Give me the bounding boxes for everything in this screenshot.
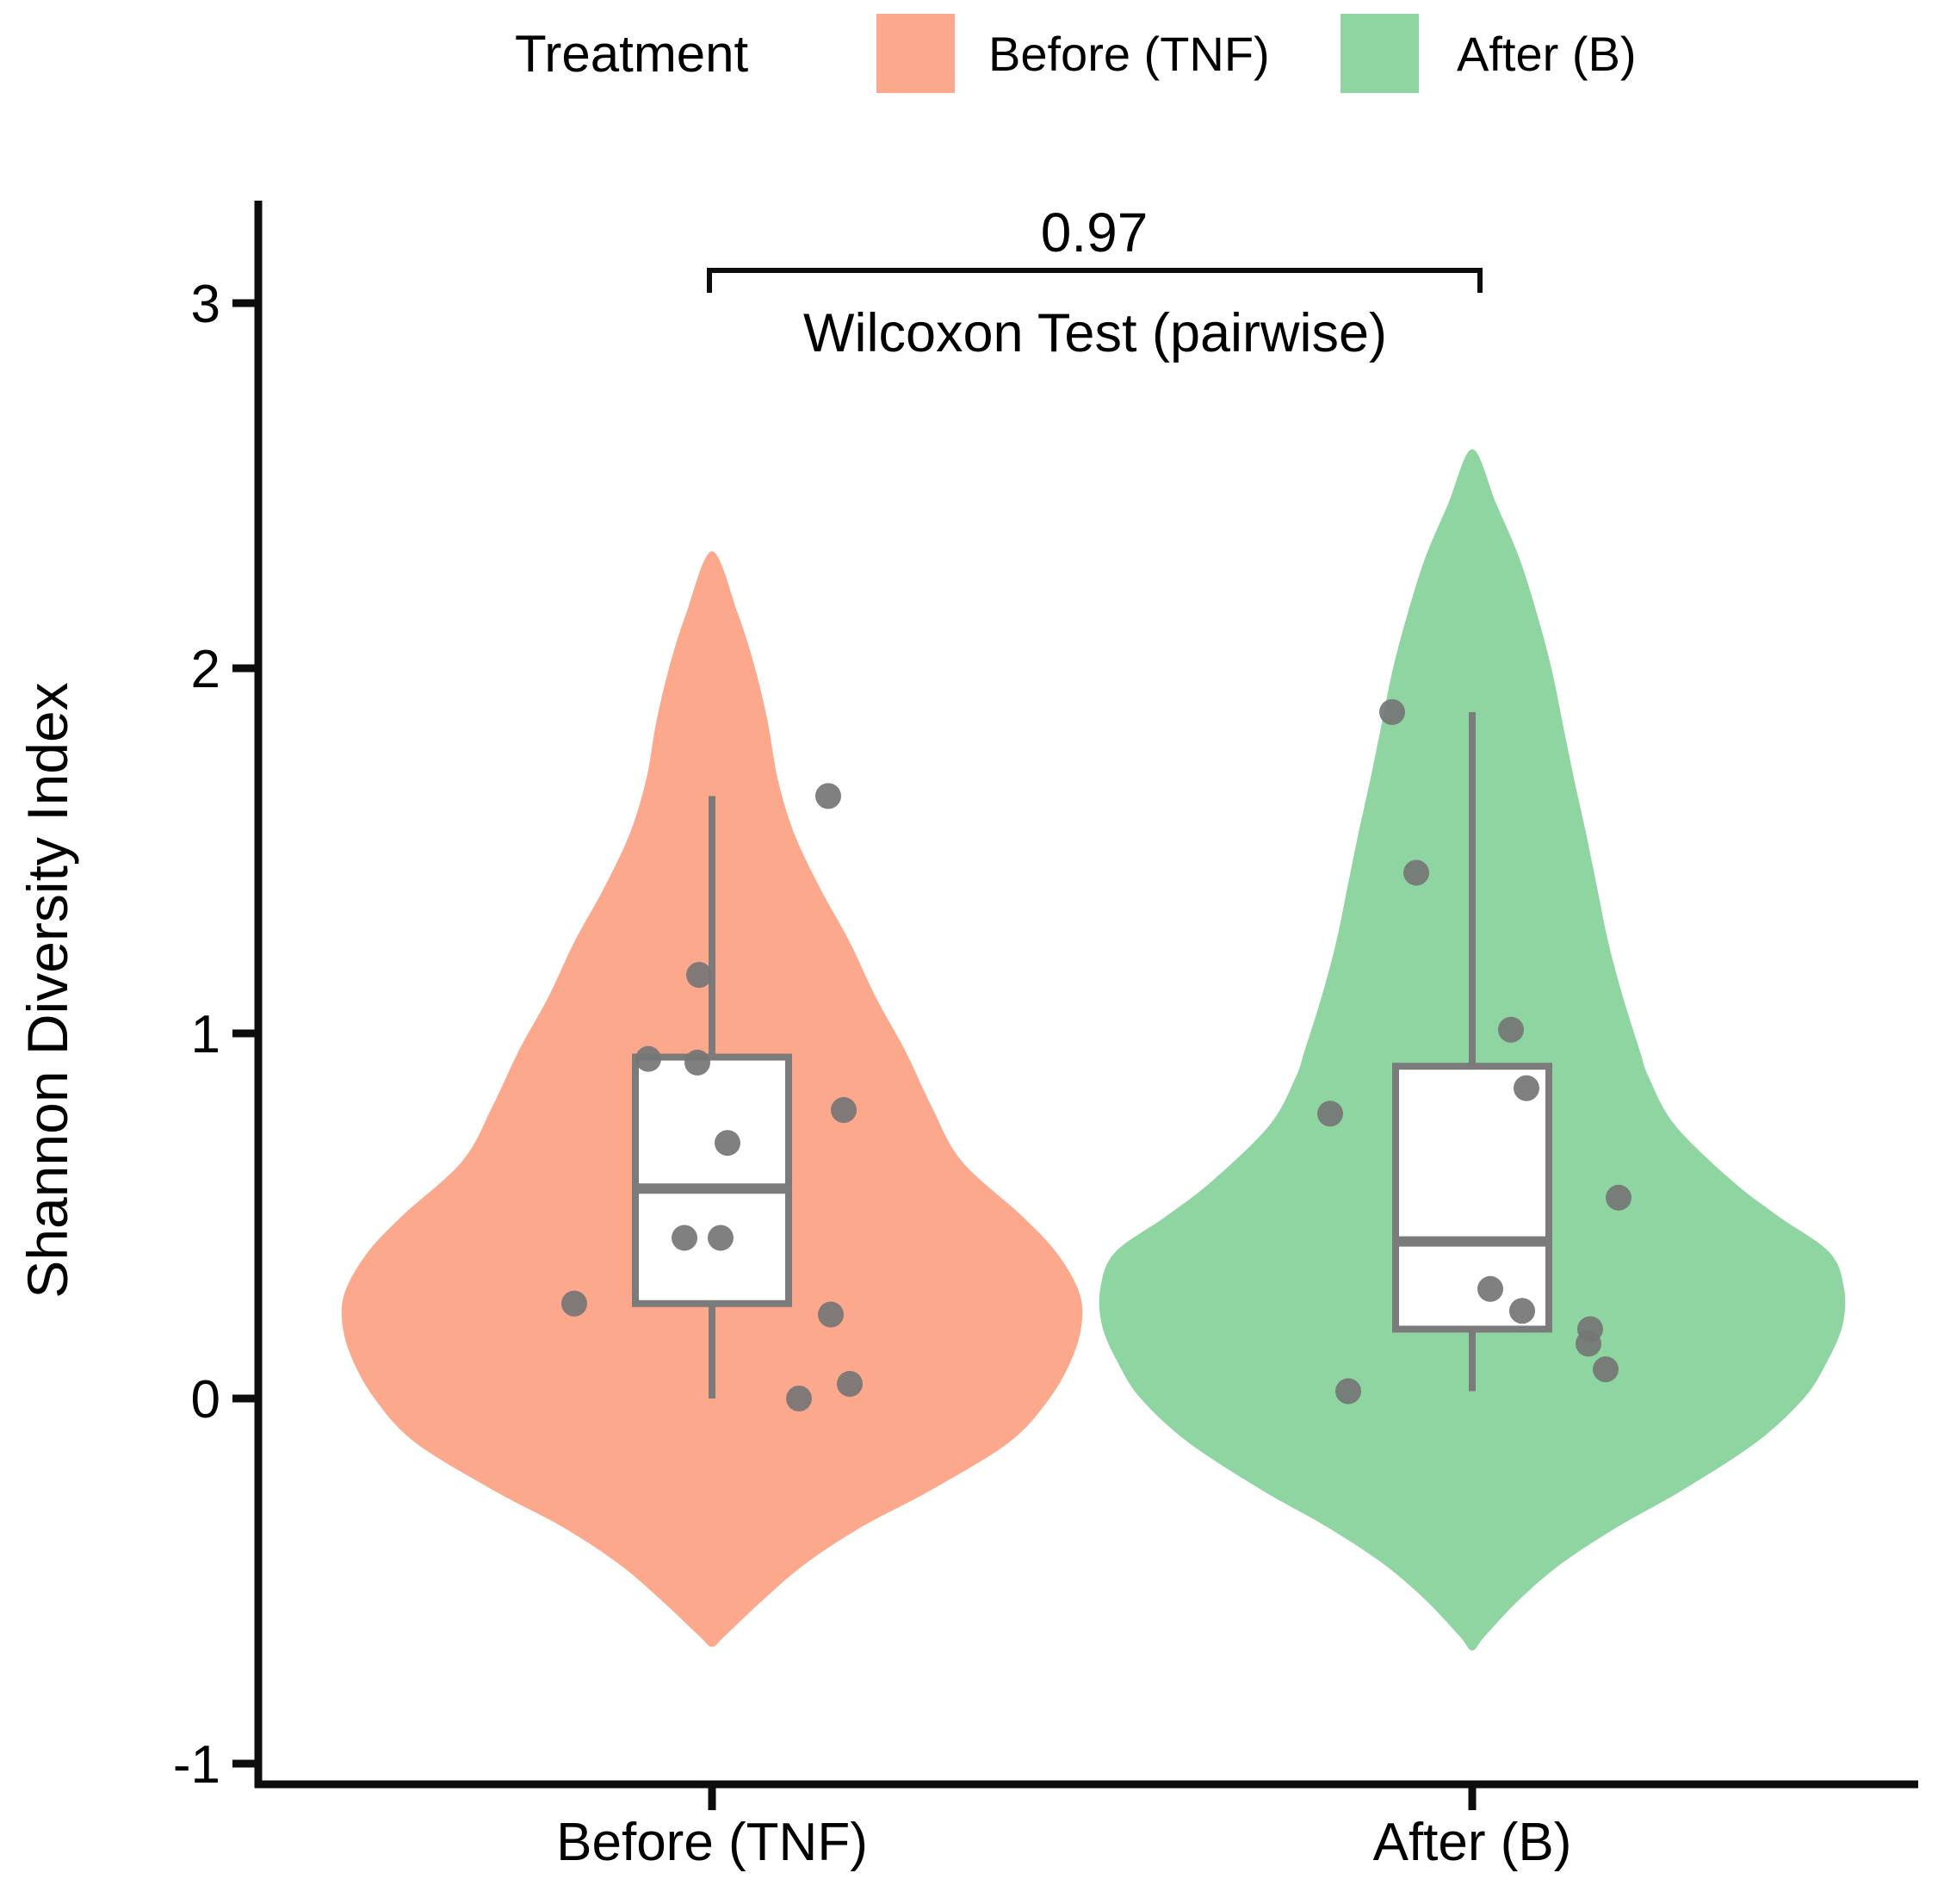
- p-value-label: 0.97: [1041, 202, 1149, 264]
- data-point-after: [1509, 1298, 1535, 1324]
- violins-layer: [341, 449, 1846, 1651]
- test-name-label: Wilcoxon Test (pairwise): [803, 303, 1387, 363]
- legend-label-after: After (B): [1457, 27, 1636, 81]
- legend-title: Treatment: [515, 25, 749, 83]
- data-point-before: [715, 1130, 740, 1157]
- data-point-before: [818, 1301, 844, 1328]
- y-tick-label: 1: [191, 1005, 220, 1064]
- data-point-before: [837, 1371, 863, 1398]
- data-point-after: [1317, 1101, 1343, 1127]
- y-tick-label: 3: [191, 275, 220, 334]
- comparison-bracket: [707, 268, 1483, 293]
- legend-swatch-before: [876, 14, 955, 93]
- y-tick-label: 2: [191, 640, 220, 699]
- box-before: [632, 1053, 792, 1307]
- y-axis-title: Shannon Diversity Index: [15, 682, 79, 1298]
- data-point-after: [1335, 1378, 1361, 1405]
- jitter-points-layer: [561, 698, 1632, 1411]
- y-axis-ticks: 3 2 1 0 -1: [173, 275, 258, 1795]
- legend: Treatment Before (TNF) After (B): [515, 14, 1636, 93]
- data-point-after: [1498, 1016, 1524, 1043]
- legend-label-before: Before (TNF): [988, 27, 1270, 81]
- data-point-before: [686, 962, 712, 989]
- data-point-before: [684, 1049, 710, 1076]
- y-tick-label: -1: [173, 1735, 220, 1795]
- data-point-before: [561, 1290, 587, 1317]
- data-point-after: [1606, 1184, 1632, 1211]
- data-point-before: [708, 1225, 734, 1251]
- x-label-after: After (B): [1373, 1813, 1572, 1872]
- data-point-after: [1593, 1356, 1619, 1383]
- y-tick-label: 0: [191, 1370, 220, 1430]
- boxplots-layer: [632, 711, 1552, 1399]
- data-point-before: [672, 1225, 697, 1251]
- data-point-after: [1576, 1330, 1601, 1357]
- data-point-before: [815, 783, 841, 809]
- data-point-before: [786, 1386, 812, 1411]
- box-after: [1392, 1063, 1552, 1333]
- data-point-before: [635, 1045, 661, 1072]
- data-point-after: [1379, 698, 1405, 725]
- legend-swatch-after: [1341, 14, 1419, 93]
- stat-annotation: 0.97 Wilcoxon Test (pairwise): [707, 202, 1483, 363]
- data-point-after: [1403, 859, 1429, 886]
- data-point-after: [1477, 1275, 1503, 1302]
- data-point-after: [1514, 1075, 1539, 1101]
- data-point-before: [831, 1097, 857, 1124]
- x-label-before: Before (TNF): [556, 1813, 868, 1872]
